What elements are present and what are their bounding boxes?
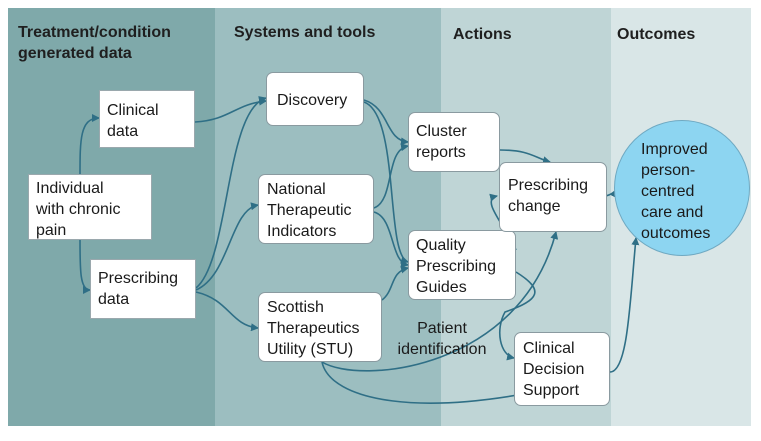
node-outcome-line4: care and	[641, 204, 704, 221]
node-prescribing-data-line2: data	[98, 291, 130, 308]
arrow-prescribing-to-nti	[195, 202, 259, 291]
node-qpg-line3: Guides	[416, 279, 467, 296]
heading-treatment-line2: generated data	[18, 45, 132, 62]
node-outcome-line3: centred	[641, 183, 695, 200]
node-prescribing-change: Prescribing change	[499, 162, 607, 232]
node-outcome-line2: person-	[641, 162, 696, 179]
arrow-prescribing-to-stu	[195, 291, 259, 332]
node-cluster-reports-line1: Cluster	[416, 123, 467, 140]
arrow-cluster-to-change	[499, 149, 551, 165]
node-discovery-line1: Discovery	[277, 92, 348, 109]
arrow-individual-to-clinical	[79, 114, 100, 176]
label-patient-identification-line1: Patient	[417, 320, 467, 337]
node-clinical-decision-support: Clinical Decision Support	[514, 332, 610, 406]
arrow-qpg-to-cds	[498, 271, 536, 361]
arrow-prescribing-to-discovery	[195, 96, 267, 289]
node-stu-line2: Therapeutics	[267, 320, 360, 337]
node-cds-line1: Clinical	[523, 340, 575, 357]
arrow-stu-to-cds	[321, 361, 567, 404]
arrow-discovery-to-qpg	[363, 101, 409, 264]
node-qpg-line1: Quality	[416, 237, 466, 254]
node-stu-line3: Utility (STU)	[267, 341, 354, 358]
node-prescribing-data: Prescribing data	[90, 259, 196, 319]
node-clinical-data-line2: data	[107, 123, 139, 140]
node-stu: Scottish Therapeutics Utility (STU)	[258, 292, 382, 362]
node-prescribing-data-line1: Prescribing	[98, 270, 179, 287]
node-qpg-line2: Prescribing	[416, 258, 497, 275]
heading-treatment-line1: Treatment/condition	[18, 24, 171, 41]
node-individual-line3: pain	[36, 222, 67, 239]
arrow-individual-to-prescribing	[79, 239, 91, 294]
node-nti-line1: National	[267, 181, 326, 198]
arrow-discovery-to-cluster	[363, 99, 409, 146]
node-nti-line2: Therapeutic	[267, 202, 352, 219]
arrow-stu-to-change	[321, 231, 559, 372]
node-outcome: Improved person- centred care and outcom…	[614, 120, 750, 256]
node-qpg: Quality Prescribing Guides	[408, 230, 516, 300]
node-clinical-data-line1: Clinical	[107, 102, 159, 119]
node-prescribing-change-line2: change	[508, 198, 561, 215]
node-cds-line3: Support	[523, 382, 580, 399]
node-cluster-reports-line2: reports	[416, 144, 466, 161]
node-outcome-line5: outcomes	[641, 225, 711, 242]
node-nti: National Therapeutic Indicators	[258, 174, 374, 244]
node-cds-line2: Decision	[523, 361, 585, 378]
node-outcome-line1: Improved	[641, 141, 708, 158]
arrow-stu-to-qpg	[381, 265, 409, 301]
node-cluster-reports: Cluster reports	[408, 112, 500, 172]
node-individual-line1: Individual	[36, 180, 104, 197]
label-patient-identification-line2: identification	[397, 341, 487, 358]
node-clinical-data: Clinical data	[99, 90, 195, 148]
column-heading-systems: Systems and tools	[234, 24, 376, 41]
arrow-nti-to-qpg	[373, 211, 409, 268]
node-discovery: Discovery	[266, 72, 364, 126]
label-patient-identification: Patient identification	[384, 318, 500, 360]
node-nti-line3: Indicators	[267, 223, 337, 240]
arrow-nti-to-cluster	[373, 143, 409, 209]
node-individual-line2: with chronic	[36, 201, 121, 218]
column-heading-actions: Actions	[453, 26, 512, 43]
arrow-cds-to-outcome	[609, 237, 640, 373]
node-stu-line1: Scottish	[267, 299, 324, 316]
node-prescribing-change-line1: Prescribing	[508, 177, 589, 194]
node-individual: Individual with chronic pain	[28, 174, 152, 240]
column-heading-treatment: Treatment/condition generated data	[18, 22, 171, 64]
column-heading-outcomes: Outcomes	[617, 26, 696, 43]
